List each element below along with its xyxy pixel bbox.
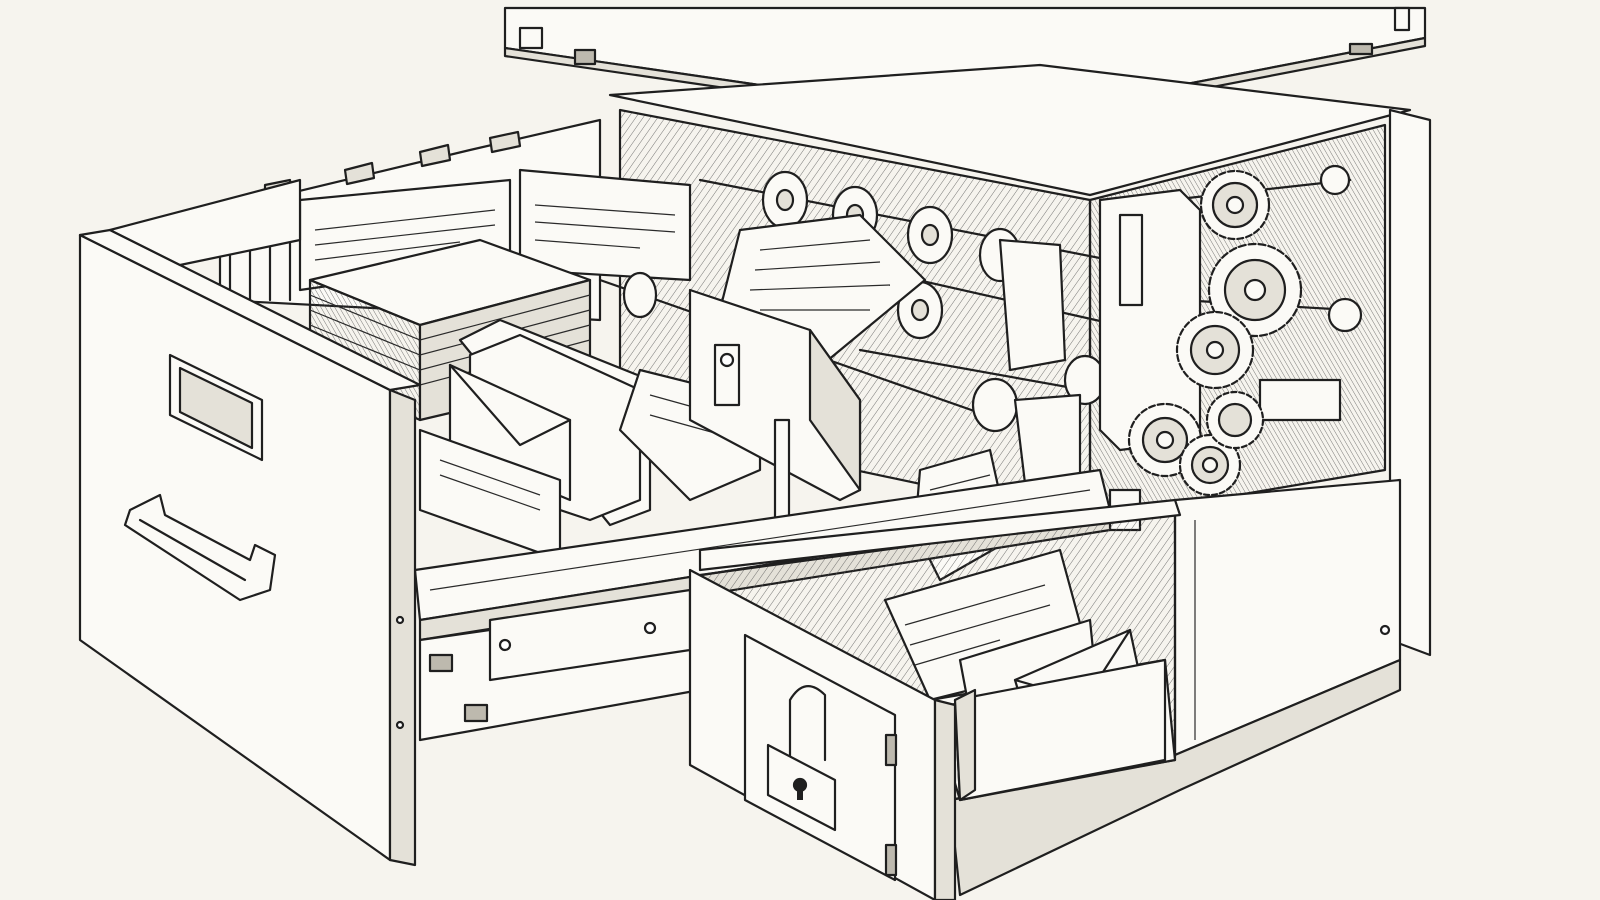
envelope-rack (418, 318, 652, 562)
compartment-door[interactable] (688, 568, 957, 900)
drawer-handle[interactable] (123, 493, 277, 602)
label-holder (168, 353, 264, 462)
drawer-front[interactable] (78, 178, 422, 867)
gear-icon (1178, 433, 1242, 497)
clamp-arm (688, 288, 1142, 532)
gear-icon (1175, 310, 1255, 390)
gear-icon (1207, 242, 1303, 338)
padlock-icon[interactable] (766, 685, 837, 832)
gear-icon (1205, 390, 1265, 450)
mail-tray (883, 548, 1167, 802)
gear-icon (1199, 169, 1271, 241)
envelope-icon (448, 363, 572, 502)
